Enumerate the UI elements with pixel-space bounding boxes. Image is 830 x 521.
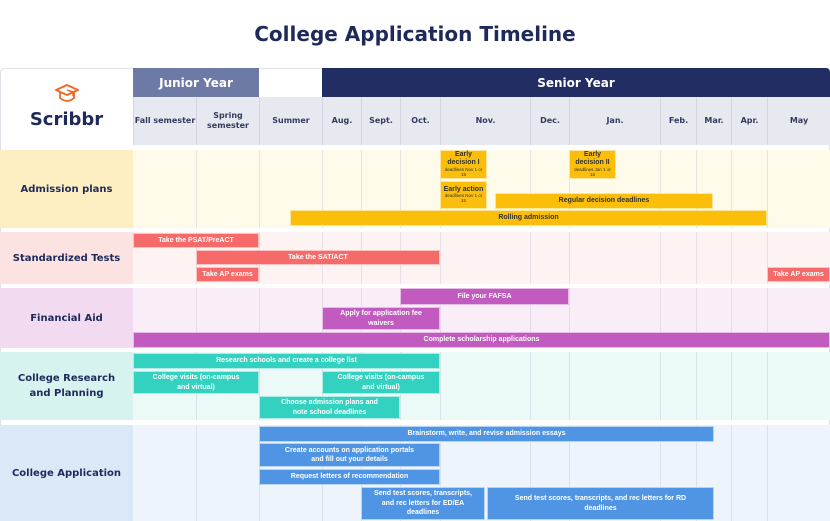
grid-line	[696, 425, 697, 521]
month-header: Summer	[259, 97, 322, 145]
row-label-aid: Financial Aid	[0, 288, 133, 348]
grid-line	[569, 352, 570, 420]
bar-fee-waivers: Apply for application fee waivers	[322, 307, 440, 330]
bar-accounts: Create accounts on application portals a…	[259, 443, 440, 467]
grid-line	[530, 352, 531, 420]
grid-line	[530, 288, 531, 348]
bar-regular-decision: Regular decision deadlines	[495, 193, 713, 209]
bar-ap-exams-junior: Take AP exams	[196, 267, 259, 282]
grid-line	[696, 232, 697, 284]
grid-line	[696, 288, 697, 348]
bar-scholarships: Complete scholarship applications	[133, 332, 830, 348]
grid-line	[361, 150, 362, 228]
grid-line	[400, 150, 401, 228]
grid-line	[696, 150, 697, 228]
grid-line	[440, 288, 441, 348]
page-title: College Application Timeline	[254, 22, 576, 46]
grid-line	[767, 425, 768, 521]
grid-line	[731, 288, 732, 348]
bar-college-visits-junior: College visits (on-campus and virtual)	[133, 371, 259, 394]
grid-line	[569, 150, 570, 228]
bar-psat: Take the PSAT/PreACT	[133, 233, 259, 248]
grid-line	[569, 288, 570, 348]
grid-line	[731, 425, 732, 521]
grid-line	[660, 288, 661, 348]
grid-line	[660, 352, 661, 420]
grid-line	[767, 288, 768, 348]
month-header: Spring semester	[196, 97, 259, 145]
row-label-admission: Admission plans	[0, 150, 133, 228]
bar-send-ed-ea: Send test scores, transcripts, and rec l…	[361, 487, 485, 520]
grid-line	[767, 232, 768, 284]
grid-line	[731, 352, 732, 420]
junior-year-header: Junior Year	[133, 68, 259, 97]
month-header: Apr.	[731, 97, 767, 145]
row-label-application: College Application	[0, 425, 133, 521]
grid-line	[569, 425, 570, 521]
grid-line	[660, 425, 661, 521]
grid-line	[731, 232, 732, 284]
grid-line	[569, 232, 570, 284]
bar-college-visits-senior: College visits (on-campus and virtual)	[322, 371, 440, 394]
grid-line	[259, 288, 260, 348]
bar-rolling-admission: Rolling admission	[290, 210, 767, 226]
graduation-cap-icon	[54, 84, 79, 102]
grid-line	[696, 352, 697, 420]
month-header: Nov.	[440, 97, 530, 145]
month-header: Dec.	[530, 97, 569, 145]
grid-line	[196, 425, 197, 521]
month-header: Feb.	[660, 97, 696, 145]
bar-note: deadlines Jan 1 or 15	[574, 166, 611, 177]
grid-line	[322, 150, 323, 228]
grid-line	[660, 232, 661, 284]
grid-line	[259, 150, 260, 228]
bar-essays: Brainstorm, write, and revise admission …	[259, 426, 714, 442]
row-label-tests: Standardized Tests	[0, 232, 133, 284]
grid-line	[440, 425, 441, 521]
month-header: Oct.	[400, 97, 440, 145]
grid-line	[196, 288, 197, 348]
bar-choose-plans: Choose admission plans and note school d…	[259, 396, 400, 419]
bar-label: Early action	[443, 185, 484, 193]
grid-line	[530, 150, 531, 228]
grid-line	[767, 352, 768, 420]
grid-line	[530, 232, 531, 284]
bar-fafsa: File your FAFSA	[400, 288, 569, 305]
grid-line	[660, 150, 661, 228]
bar-note: deadlines Nov 1 or 15	[444, 166, 483, 177]
grid-line	[259, 352, 260, 420]
month-header: Sept.	[361, 97, 400, 145]
logo: Scribbr	[0, 68, 133, 145]
logo-text: Scribbr	[29, 109, 104, 130]
bar-note: deadlines Nov 1 or 15	[444, 193, 483, 204]
month-header: Jan.	[569, 97, 660, 145]
grid-line	[440, 352, 441, 420]
grid-line	[196, 150, 197, 228]
month-header: Mar.	[696, 97, 731, 145]
month-header: Aug.	[322, 97, 361, 145]
grid-line	[731, 150, 732, 228]
bar-letters: Request letters of recommendation	[259, 469, 440, 485]
bar-send-rd: Send test scores, transcripts, and rec l…	[487, 487, 714, 520]
bar-ap-exams-senior: Take AP exams	[767, 267, 830, 282]
month-header: Fall semester	[133, 97, 196, 145]
row-label-research: College Research and Planning	[0, 352, 133, 420]
bar-sat-act: Take the SAT/ACT	[196, 250, 440, 265]
grid-line	[530, 425, 531, 521]
bar-research-schools: Research schools and create a college li…	[133, 353, 440, 369]
senior-year-header: Senior Year	[322, 68, 830, 97]
grid-line	[440, 232, 441, 284]
bar-label: Early decision I	[447, 151, 480, 167]
bar-label: Early decision II	[575, 151, 610, 167]
grid-line	[767, 150, 768, 228]
month-header: May	[767, 97, 830, 145]
